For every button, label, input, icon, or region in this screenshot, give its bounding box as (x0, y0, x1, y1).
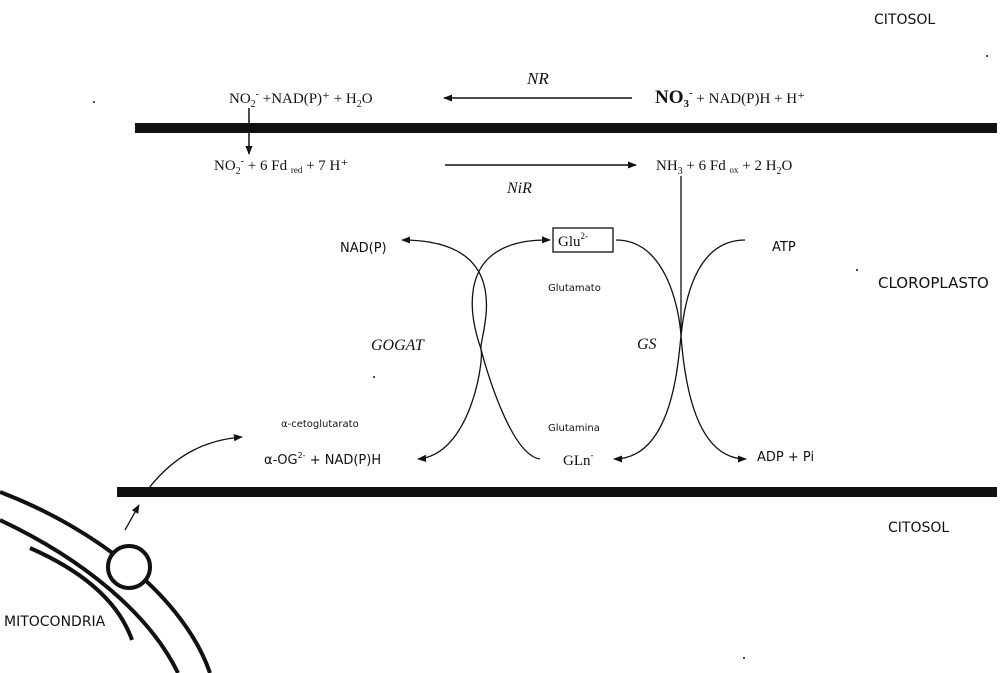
alpha-og-substrate: α-OG2- + NAD(P)H (264, 451, 381, 468)
fd-red-label: red (291, 165, 303, 175)
glutamine-charge: - (591, 450, 594, 460)
nitrate-charge: - (689, 87, 693, 99)
fd-text: + 6 Fd (244, 158, 291, 174)
alpha-og-import-arrow (148, 434, 243, 489)
glutamate-label: Glu2- (558, 231, 588, 250)
alpha-og-formula: α-OG (264, 453, 298, 468)
nitrite-formula: NO (229, 91, 251, 107)
fd-ox-text: + 6 Fd (683, 158, 730, 174)
adp-pi-product: ADP + Pi (757, 450, 814, 465)
nadp-product: NAD(P) (340, 241, 387, 256)
nitrite2-charge: - (241, 156, 244, 167)
water2-oxygen: O (782, 158, 793, 174)
ammonia-subscript: 3 (678, 166, 683, 177)
alpha-og-charge: 2- (298, 451, 306, 460)
mitocondria-label: MITOCONDRIA (4, 614, 106, 630)
citosol-top-label: CITOSOL (874, 12, 935, 28)
nitrate-substrate: NO3- + NAD(P)H + H⁺ (655, 87, 805, 110)
mitochondrion-crista (29, 546, 134, 641)
speck (986, 55, 988, 57)
protons-text: + 7 H⁺ (302, 158, 348, 174)
nitrate-subscript: 3 (684, 98, 690, 110)
water-subscript: 2 (357, 99, 362, 110)
nitrite2-subscript: 2 (236, 166, 241, 177)
nitrite-charge: - (256, 89, 259, 100)
nitrite-product: NO2- +NAD(P)⁺ + H2O (229, 89, 373, 110)
glutamate-box (552, 227, 614, 253)
mitochondrion-outer-membrane (0, 518, 180, 673)
water2-text: + 2 H (738, 158, 776, 174)
nir-enzyme-label: NiR (506, 180, 532, 197)
citosol-bottom-label: CITOSOL (888, 520, 949, 536)
water2-subscript: 2 (777, 166, 782, 177)
glutamato-name: Glutamato (548, 283, 601, 294)
nr-enzyme-label: NR (526, 69, 549, 88)
nitrite-subscript: 2 (251, 99, 256, 110)
speck (373, 376, 375, 378)
glutamine-formula: GLn (563, 453, 591, 469)
gogat-nadp-aog-curve (401, 236, 488, 462)
nitrite-substrate: NO2- + 6 Fd red + 7 H⁺ (214, 156, 348, 177)
mitochondrion-inner-membrane (0, 490, 212, 673)
mito-export-arrow (124, 504, 140, 531)
glutamine-label: GLn- (563, 450, 594, 469)
chloroplast-inner-membrane (117, 487, 997, 497)
glutamate-charge: 2- (581, 231, 589, 241)
water-oxygen: O (362, 91, 373, 107)
speck (743, 657, 745, 659)
gs-atp-gln-curve (613, 239, 746, 463)
nitrite2-formula: NO (214, 158, 236, 174)
gogat-enzyme-label: GOGAT (371, 337, 425, 354)
alpha-og-nadph: + NAD(P)H (306, 453, 382, 468)
ammonia-formula: NH (656, 158, 678, 174)
mitochondrial-transporter (106, 544, 152, 590)
alpha-cetoglutarato-name: α-cetoglutarato (281, 419, 359, 430)
gogat-glu-gln-curve (471, 236, 551, 460)
atp-label: ATP (772, 240, 796, 255)
speck (856, 269, 858, 271)
cloroplasto-label: CLOROPLASTO (878, 274, 989, 292)
glutamina-name: Glutamina (548, 423, 600, 434)
nadp-water-text: +NAD(P)⁺ + H (259, 91, 357, 107)
speck (93, 101, 95, 103)
nitrate-formula: NO (655, 87, 684, 108)
glutamate-formula: Glu (558, 234, 581, 250)
chloroplast-outer-membrane (135, 123, 997, 133)
gs-enzyme-label: GS (637, 336, 657, 353)
fd-ox-label: ox (729, 165, 739, 175)
ammonia-product: NH3 + 6 Fd ox + 2 H2O (656, 158, 793, 177)
nitrate-cosubstrates: + NAD(P)H + H⁺ (693, 91, 805, 107)
